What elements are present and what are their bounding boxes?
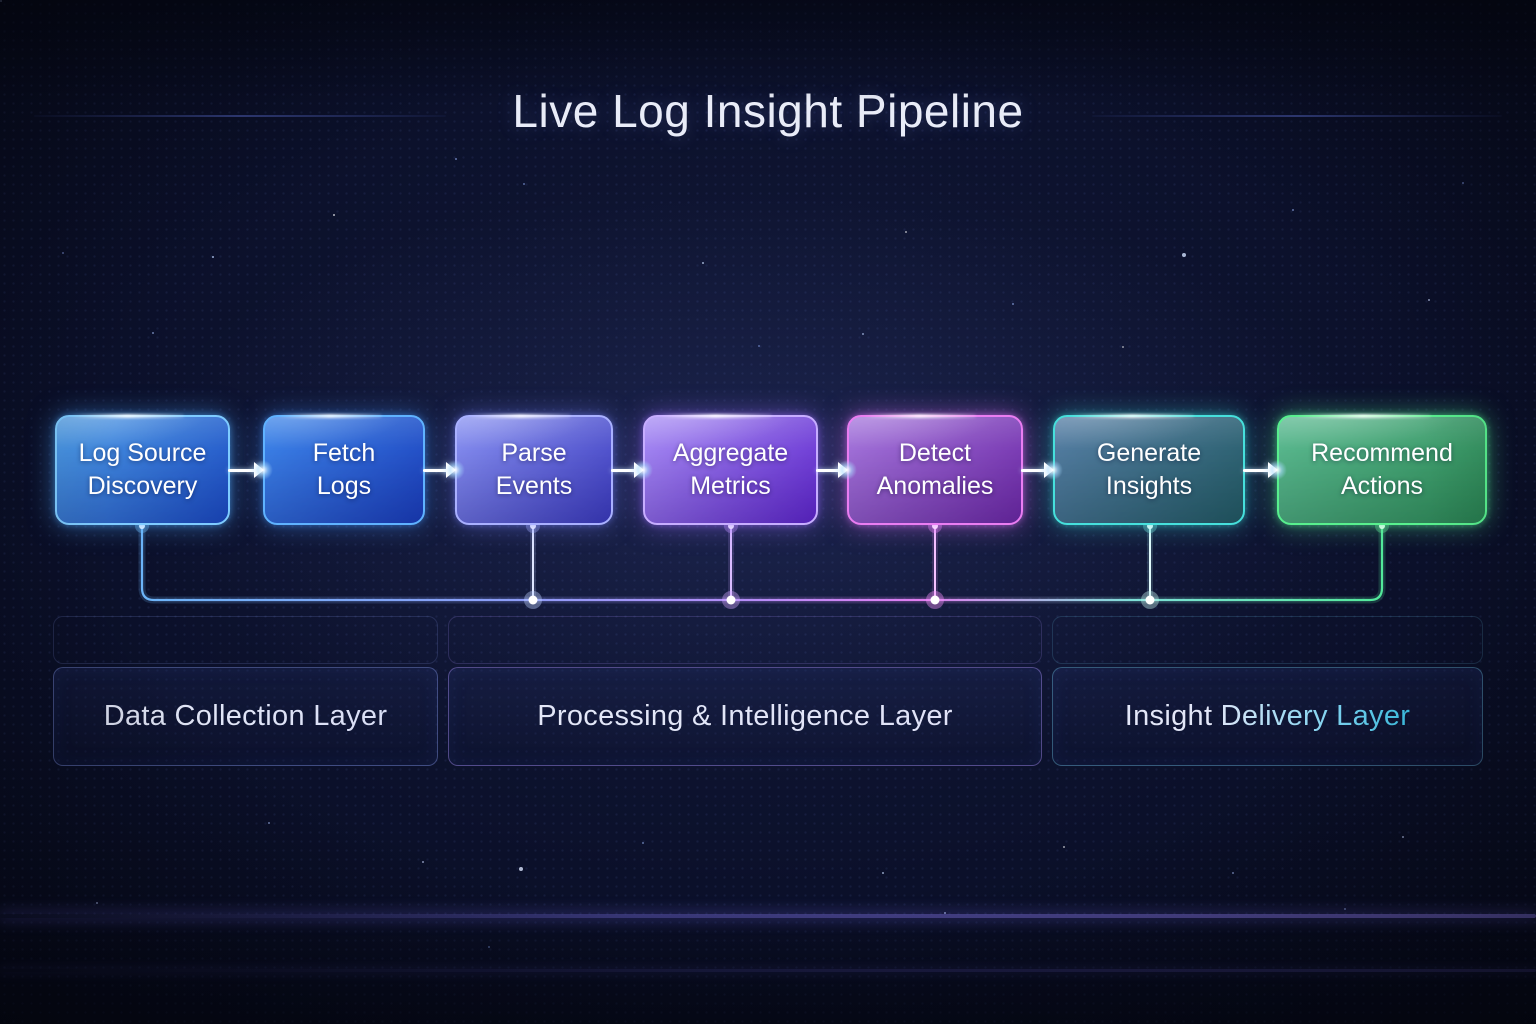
layer-zone-outline <box>53 616 438 664</box>
bottom-glow-line-faint <box>0 969 1536 972</box>
node-label: Aggregate Metrics <box>672 439 789 500</box>
layer-zone-outline <box>448 616 1042 664</box>
node-label: Fetch Logs <box>312 439 376 500</box>
layer-zone-outline <box>1052 616 1483 664</box>
bottom-glow-line <box>0 914 1536 918</box>
node-label: Log Source Discovery <box>78 439 207 500</box>
layer-group-processing-intelligence: Processing & Intelligence Layer <box>448 0 1042 1024</box>
layer-group-insight-delivery: Insight Delivery Layer <box>1052 0 1483 1024</box>
layer-label: Insight Delivery Layer <box>1124 700 1411 732</box>
layer-label: Data Collection Layer <box>103 700 388 732</box>
node-label: Generate Insights <box>1096 439 1202 500</box>
layer-label-box: Data Collection Layer <box>53 667 438 766</box>
node-label: Parse Events <box>495 439 573 500</box>
background-stars <box>0 0 2 2</box>
layer-label-box: Processing & Intelligence Layer <box>448 667 1042 766</box>
layer-label-box: Insight Delivery Layer <box>1052 667 1483 766</box>
layer-group-data-collection: Data Collection Layer <box>53 0 438 1024</box>
node-label: Detect Anomalies <box>876 439 994 500</box>
node-label: Recommend Actions <box>1311 439 1453 500</box>
layer-label: Processing & Intelligence Layer <box>537 700 953 732</box>
